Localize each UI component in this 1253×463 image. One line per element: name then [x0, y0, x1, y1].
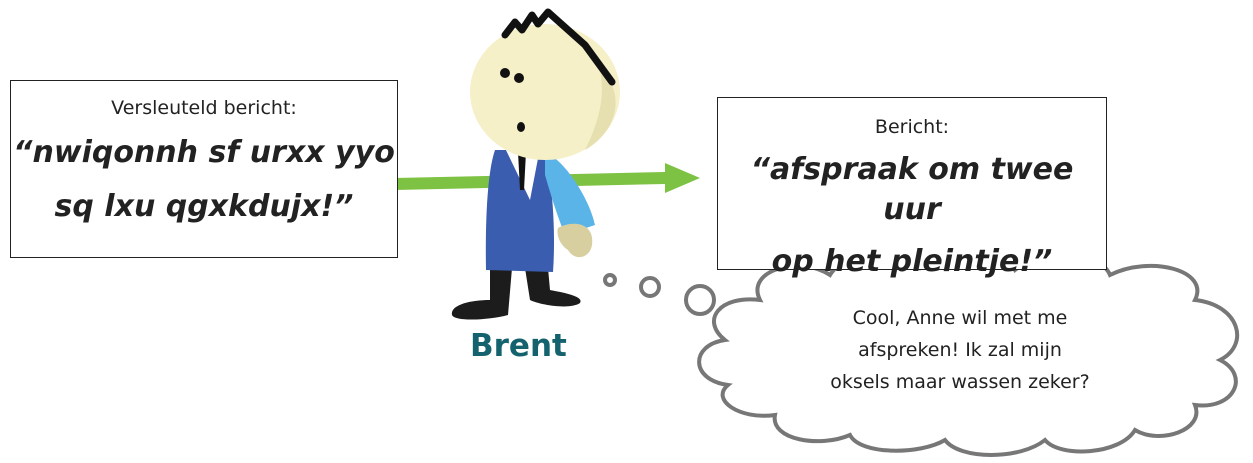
character-name: Brent [470, 328, 567, 364]
thought-line3: oksels maar wassen zeker? [795, 366, 1125, 398]
decrypted-text-line2: op het pleintje!” [718, 242, 1106, 282]
decrypted-label: Bericht: [718, 116, 1106, 138]
encrypted-label: Versleuteld bericht: [11, 97, 397, 119]
encrypted-text-line2: sq lxu qgxkdujx!” [11, 187, 397, 227]
character-brent [452, 12, 620, 320]
encrypted-text-line1: “nwiqonnh sf urxx yyo [11, 133, 397, 173]
thought-text: Cool, Anne wil met me afspreken! Ik zal … [795, 302, 1125, 398]
thought-line1: Cool, Anne wil met me [795, 302, 1125, 334]
thought-line2: afspreken! Ik zal mijn [795, 334, 1125, 366]
head [470, 12, 620, 160]
encrypted-message-box: Versleuteld bericht: “nwiqonnh sf urxx y… [10, 80, 398, 258]
decrypted-text-line1: “afspraak om twee uur [718, 150, 1106, 230]
thought-dots [605, 275, 714, 314]
decrypted-message-box: Bericht: “afspraak om twee uur op het pl… [717, 97, 1107, 270]
